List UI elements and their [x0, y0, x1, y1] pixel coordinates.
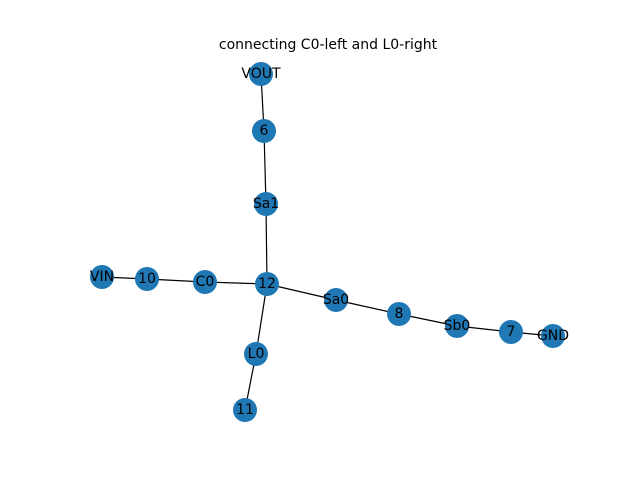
node-10: 10: [135, 267, 159, 291]
node-label: 7: [507, 324, 516, 340]
node-11: 11: [233, 398, 257, 422]
edges-layer: [101, 73, 554, 411]
node-circle: [193, 270, 217, 294]
node-label: VOUT: [241, 66, 281, 82]
node-circle: [387, 302, 411, 326]
node-label: Sa1: [253, 196, 279, 212]
node-VOUT: VOUT: [241, 62, 281, 86]
node-label: 6: [260, 123, 269, 139]
node-8: 8: [387, 302, 411, 326]
node-12: 12: [255, 272, 279, 296]
node-circle: [324, 288, 348, 312]
node-circle: [445, 314, 469, 338]
node-circle: [90, 265, 114, 289]
node-label: 10: [138, 271, 156, 287]
node-circle: [255, 272, 279, 296]
node-6: 6: [252, 119, 276, 143]
node-circle: [252, 119, 276, 143]
node-label: 11: [236, 402, 254, 418]
node-label: Sb0: [444, 318, 471, 334]
node-Sa0: Sa0: [323, 288, 349, 312]
node-7: 7: [499, 320, 523, 344]
node-L0: L0: [244, 342, 268, 366]
node-Sb0: Sb0: [444, 314, 471, 338]
diagram-title: connecting C0-left and L0-right: [219, 37, 438, 53]
node-circle: [233, 398, 257, 422]
node-circle: [244, 342, 268, 366]
node-label: GND: [537, 328, 569, 344]
node-circle: [254, 192, 278, 216]
node-GND: GND: [537, 324, 569, 348]
node-Sa1: Sa1: [253, 192, 279, 216]
node-circle: [541, 324, 565, 348]
node-label: 12: [258, 276, 276, 292]
edge-6-Sa1: [263, 130, 267, 205]
node-label: C0: [196, 274, 215, 290]
node-circle: [249, 62, 273, 86]
node-circle: [135, 267, 159, 291]
node-VIN: VIN: [90, 265, 114, 289]
node-label: Sa0: [323, 292, 349, 308]
edge-Sa1-12: [265, 203, 268, 285]
node-label: VIN: [90, 269, 114, 285]
node-circle: [499, 320, 523, 344]
node-C0: C0: [193, 270, 217, 294]
node-label: 8: [395, 306, 404, 322]
node-label: L0: [248, 346, 265, 362]
